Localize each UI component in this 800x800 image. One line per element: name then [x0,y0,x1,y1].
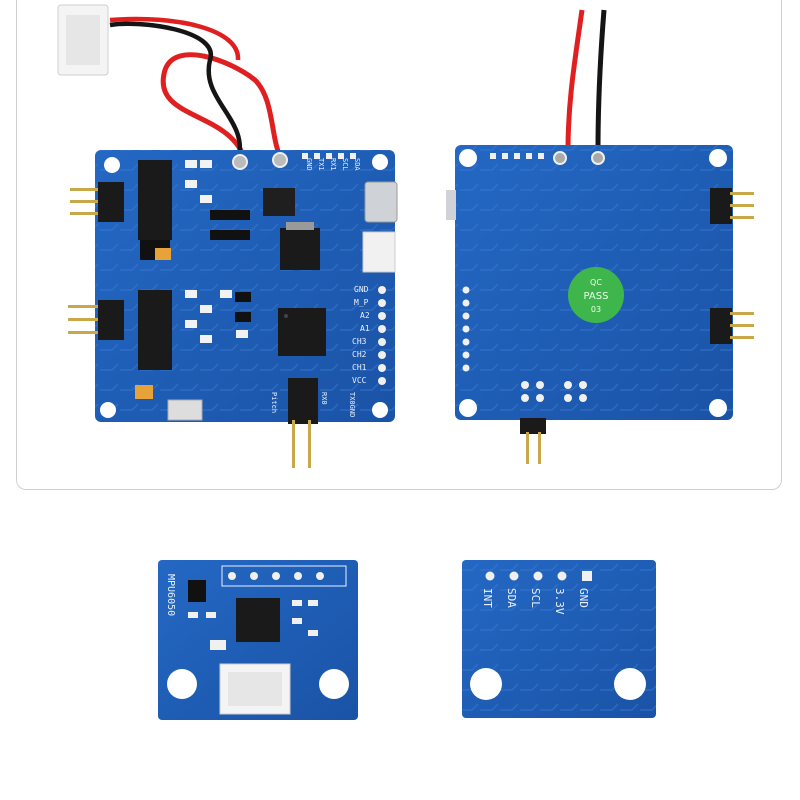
sensor-pin-int: INT [481,588,494,608]
sensor-pin-scl: SCL [529,588,542,608]
bottom-label-pitch: Pitch [270,392,278,413]
sensor-board-front: MPU6050 [158,560,358,720]
sensor-chip-label: MPU6050 [165,574,176,616]
pin-label-ch3: CH3 [352,337,367,346]
bottom-label-tx0gnd: TX0GND [348,392,356,417]
pin-label-a1: A1 [360,324,370,333]
pin-label-vcc: VCC [352,376,367,385]
pin-label-gnd: GND [354,285,369,294]
qc-pass-sticker: QC PASS 03 [568,267,624,323]
controller-board-front: GND M_P A2 A1 CH3 CH2 CH1 VCC SDA SCL RX… [57,4,398,468]
qc-line3: 03 [591,305,601,314]
pin-label-ch1: CH1 [352,363,367,372]
sensor-board-back: INT SDA SCL 3.3V GND [462,560,656,718]
sensor-pin-33v: 3.3V [553,588,566,615]
top-label-tx1: TX1 [317,158,325,171]
sensor-pin-gnd: GND [577,588,590,608]
pin-label-ch2: CH2 [352,350,367,359]
controller-board-back: QC PASS 03 [446,9,754,464]
bottom-label-rx0: RX0 [320,392,328,405]
top-label-rx1: RX1 [329,158,337,171]
sensor-pin-sda: SDA [505,588,518,608]
pin-label-mp: M_P [354,298,369,307]
qc-line1: QC [590,278,602,287]
top-label-sda: SDA [353,158,361,171]
pin-label-a2: A2 [360,311,370,320]
top-label-gnd: GND [305,158,313,171]
qc-line2: PASS [584,291,609,302]
top-label-scl: SCL [341,158,349,171]
